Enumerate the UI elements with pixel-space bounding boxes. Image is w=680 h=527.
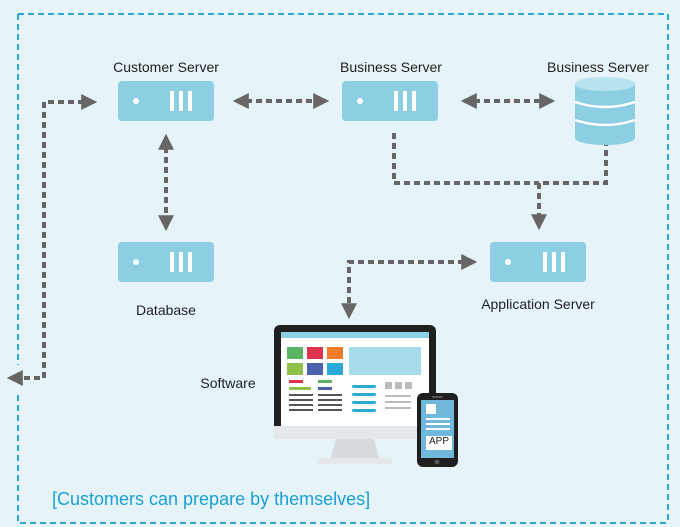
arrow-business1-junction	[392, 133, 539, 185]
desktop-monitor-icon	[274, 325, 436, 464]
arrow-appserver-software	[341, 254, 478, 320]
database-label: Database	[136, 302, 196, 318]
software-label: Software	[200, 375, 256, 391]
connectors	[6, 93, 608, 386]
business-server-label: Business Server	[340, 59, 442, 75]
smartphone-icon	[417, 393, 458, 467]
app-badge-label: APP	[428, 436, 449, 447]
arrow-business2-junction	[539, 140, 608, 185]
business-server-storage-label: Business Server	[547, 59, 649, 75]
server-icon	[118, 81, 214, 121]
server-icon	[342, 81, 438, 121]
application-server-label: Application Server	[481, 296, 595, 312]
server-icon	[118, 242, 214, 282]
customer-server-label: Customer Server	[113, 59, 219, 75]
arrow-customer-to-edge	[6, 94, 98, 386]
diagram-caption: [Customers can prepare by themselves]	[52, 489, 371, 509]
server-icon	[490, 242, 586, 282]
database-cylinder-icon	[574, 77, 636, 145]
